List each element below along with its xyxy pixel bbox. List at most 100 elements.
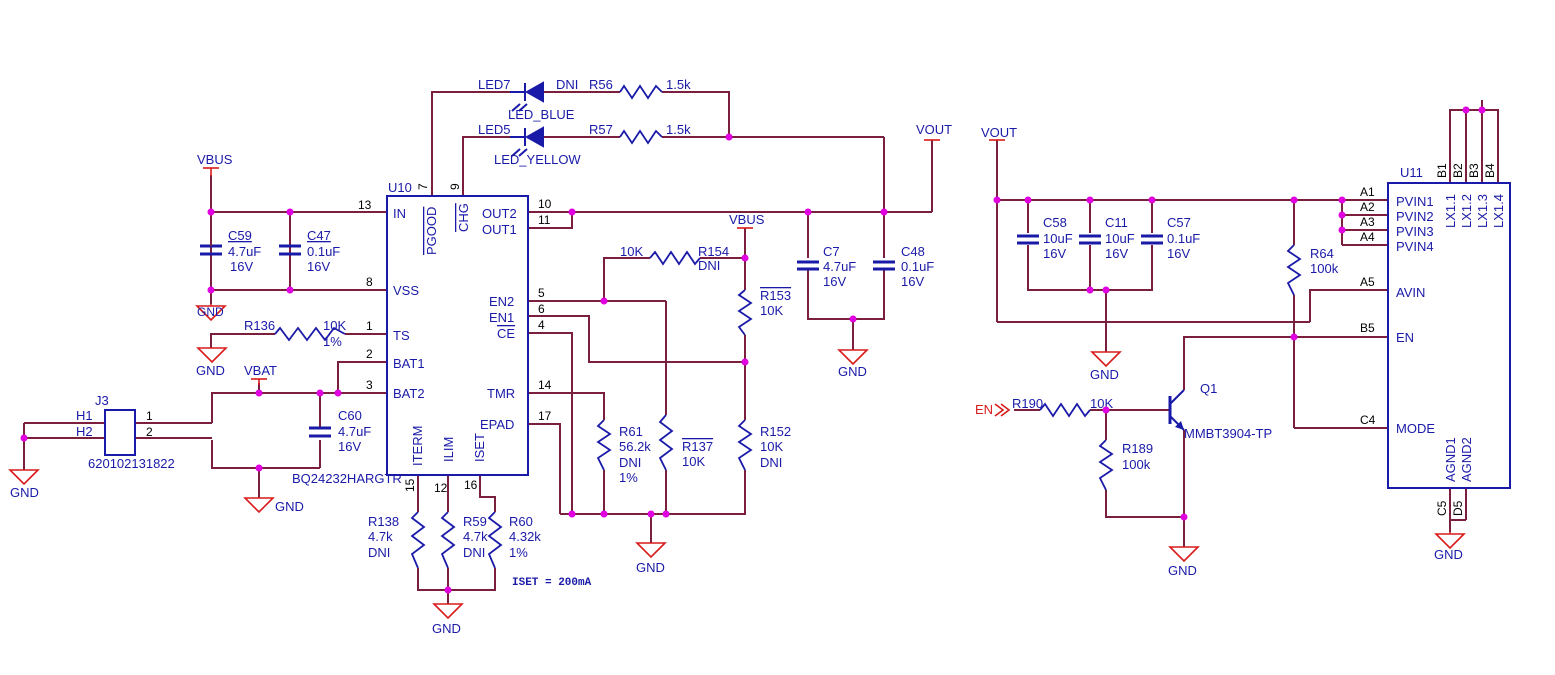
gnd-label-7: GND [838,364,867,379]
pin-label-pvin2: PVIN2 [1396,209,1434,224]
cap-c57 [1141,234,1163,245]
cap-c47 [279,244,301,256]
pin-label-out1: OUT1 [482,222,517,237]
pin-num-17: 17 [538,409,552,423]
j3-h1: H1 [76,408,93,423]
gnd-label-8: GND [1090,367,1119,382]
r136-ref: R136 [244,318,275,333]
j3-body [104,409,136,456]
gnd-label-2: GND [196,363,225,378]
pin-label-agnd1: AGND1 [1443,437,1458,482]
pin-num-b5: B5 [1360,321,1375,335]
r60-value: 4.32k [509,529,541,544]
c58-volt: 16V [1043,246,1066,261]
r59-value: 4.7k [463,529,488,544]
r64-value: 100k [1310,261,1339,276]
led7-ref: LED7 [478,77,511,92]
pin-label-ts: TS [393,328,410,343]
gnd-label-1: GND [197,305,224,319]
c57-value: 0.1uF [1167,231,1200,246]
resistor-labels: DNI R56 1.5k R57 1.5k R136 10K 1% 10K R1… [244,77,1339,560]
r137-ref: R137 [682,439,713,454]
u11-body [1387,182,1511,489]
r189-value: 100k [1122,457,1151,472]
gnd-label-3: GND [10,485,39,500]
pin-num-a4: A4 [1360,230,1375,244]
u11-pin-labels: PVIN1 PVIN2 PVIN3 PVIN4 AVIN EN MODE LX1… [1396,194,1506,482]
gnd-symbol-8 [1090,351,1122,368]
cap-c59 [200,212,222,256]
pin-label-en: EN [1396,330,1414,345]
c60-value: 4.7uF [338,424,371,439]
u10-part: BQ24232HARGTR [292,471,402,486]
res-r138 [410,511,426,569]
resistors [274,84,1302,569]
res-r153 [737,289,753,336]
ground-symbols: GND GND GND GND GND GND GND GND GND GND [8,304,1466,636]
gnd-symbol-5 [432,603,464,620]
pin-label-en1: EN1 [489,310,514,325]
c47-ref: C47 [307,228,331,243]
cap-c11 [1079,234,1101,245]
gnd-symbol-6 [635,542,667,559]
pin-num-2: 2 [366,347,373,361]
r64-ref: R64 [1310,246,1334,261]
r138-note: DNI [368,545,390,560]
u10-pin-numbers: 13 8 1 2 3 7 9 10 11 5 6 4 14 17 15 12 1… [358,183,552,495]
r56-note: DNI [556,77,578,92]
gnd-label-6: GND [636,560,665,575]
pin-num-a3: A3 [1360,215,1375,229]
u10-pin-labels: IN VSS TS BAT1 BAT2 OUT2 OUT1 EN2 EN1 CE… [393,203,517,466]
gnd-label-4: GND [275,499,304,514]
c58-value: 10uF [1043,231,1073,246]
r57-value: 1.5k [666,122,691,137]
led5-ref: LED5 [478,122,511,137]
c11-ref: C11 [1105,215,1128,230]
pin-num-a2: A2 [1360,200,1375,214]
net-en-input: EN [975,402,993,417]
pin-num-d5: D5 [1451,500,1465,516]
pin-label-epad: EPAD [480,417,514,432]
c59-volt: 16V [230,259,253,274]
res-r64 [1286,244,1302,296]
r154-value: 10K [620,244,643,259]
r152-ref: R152 [760,424,791,439]
pin-num-b1: B1 [1435,163,1449,178]
pin-label-iterm: ITERM [410,426,425,466]
u10-ref: U10 [388,180,412,195]
led5-symbol [510,126,544,157]
j3-pin1: 1 [146,409,153,423]
pin-num-a1: A1 [1360,185,1375,199]
c47-volt: 16V [307,259,330,274]
pin-label-mode: MODE [1396,421,1435,436]
r190-ref: R190 [1012,396,1043,411]
net-vbus-1: VBUS [197,152,233,167]
pin-label-tmr: TMR [487,386,515,401]
res-r190 [1039,402,1091,418]
u10-body [386,195,529,476]
res-r136 [274,326,346,342]
gnd-symbol-7 [837,349,869,366]
pin-num-c4: C4 [1360,413,1376,427]
cap-c60 [309,426,331,438]
r59-note: DNI [463,545,485,560]
pin-label-iset: ISET [472,433,487,462]
r153-ref: R153 [760,288,791,303]
c48-volt: 16V [901,274,924,289]
pin-label-bat1: BAT1 [393,356,425,371]
net-vbat: VBAT [244,363,277,378]
pin-label-lx3: LX1.3 [1475,194,1490,228]
pin-num-8: 8 [366,275,373,289]
res-r189 [1098,439,1114,491]
r61-tol: 1% [619,470,638,485]
pin-num-1: 1 [366,319,373,333]
c7-value: 4.7uF [823,259,856,274]
res-r59 [440,511,456,569]
pin-label-pvin4: PVIN4 [1396,239,1434,254]
pin-label-pgood: PGOOD [424,207,439,255]
cap-c7 [797,260,819,271]
pin-num-15: 15 [403,478,417,492]
c48-ref: C48 [901,244,925,259]
u11-pin-numbers: A1 A2 A3 A4 A5 B5 C4 B1 B2 B3 B4 C5 D5 [1360,163,1497,516]
